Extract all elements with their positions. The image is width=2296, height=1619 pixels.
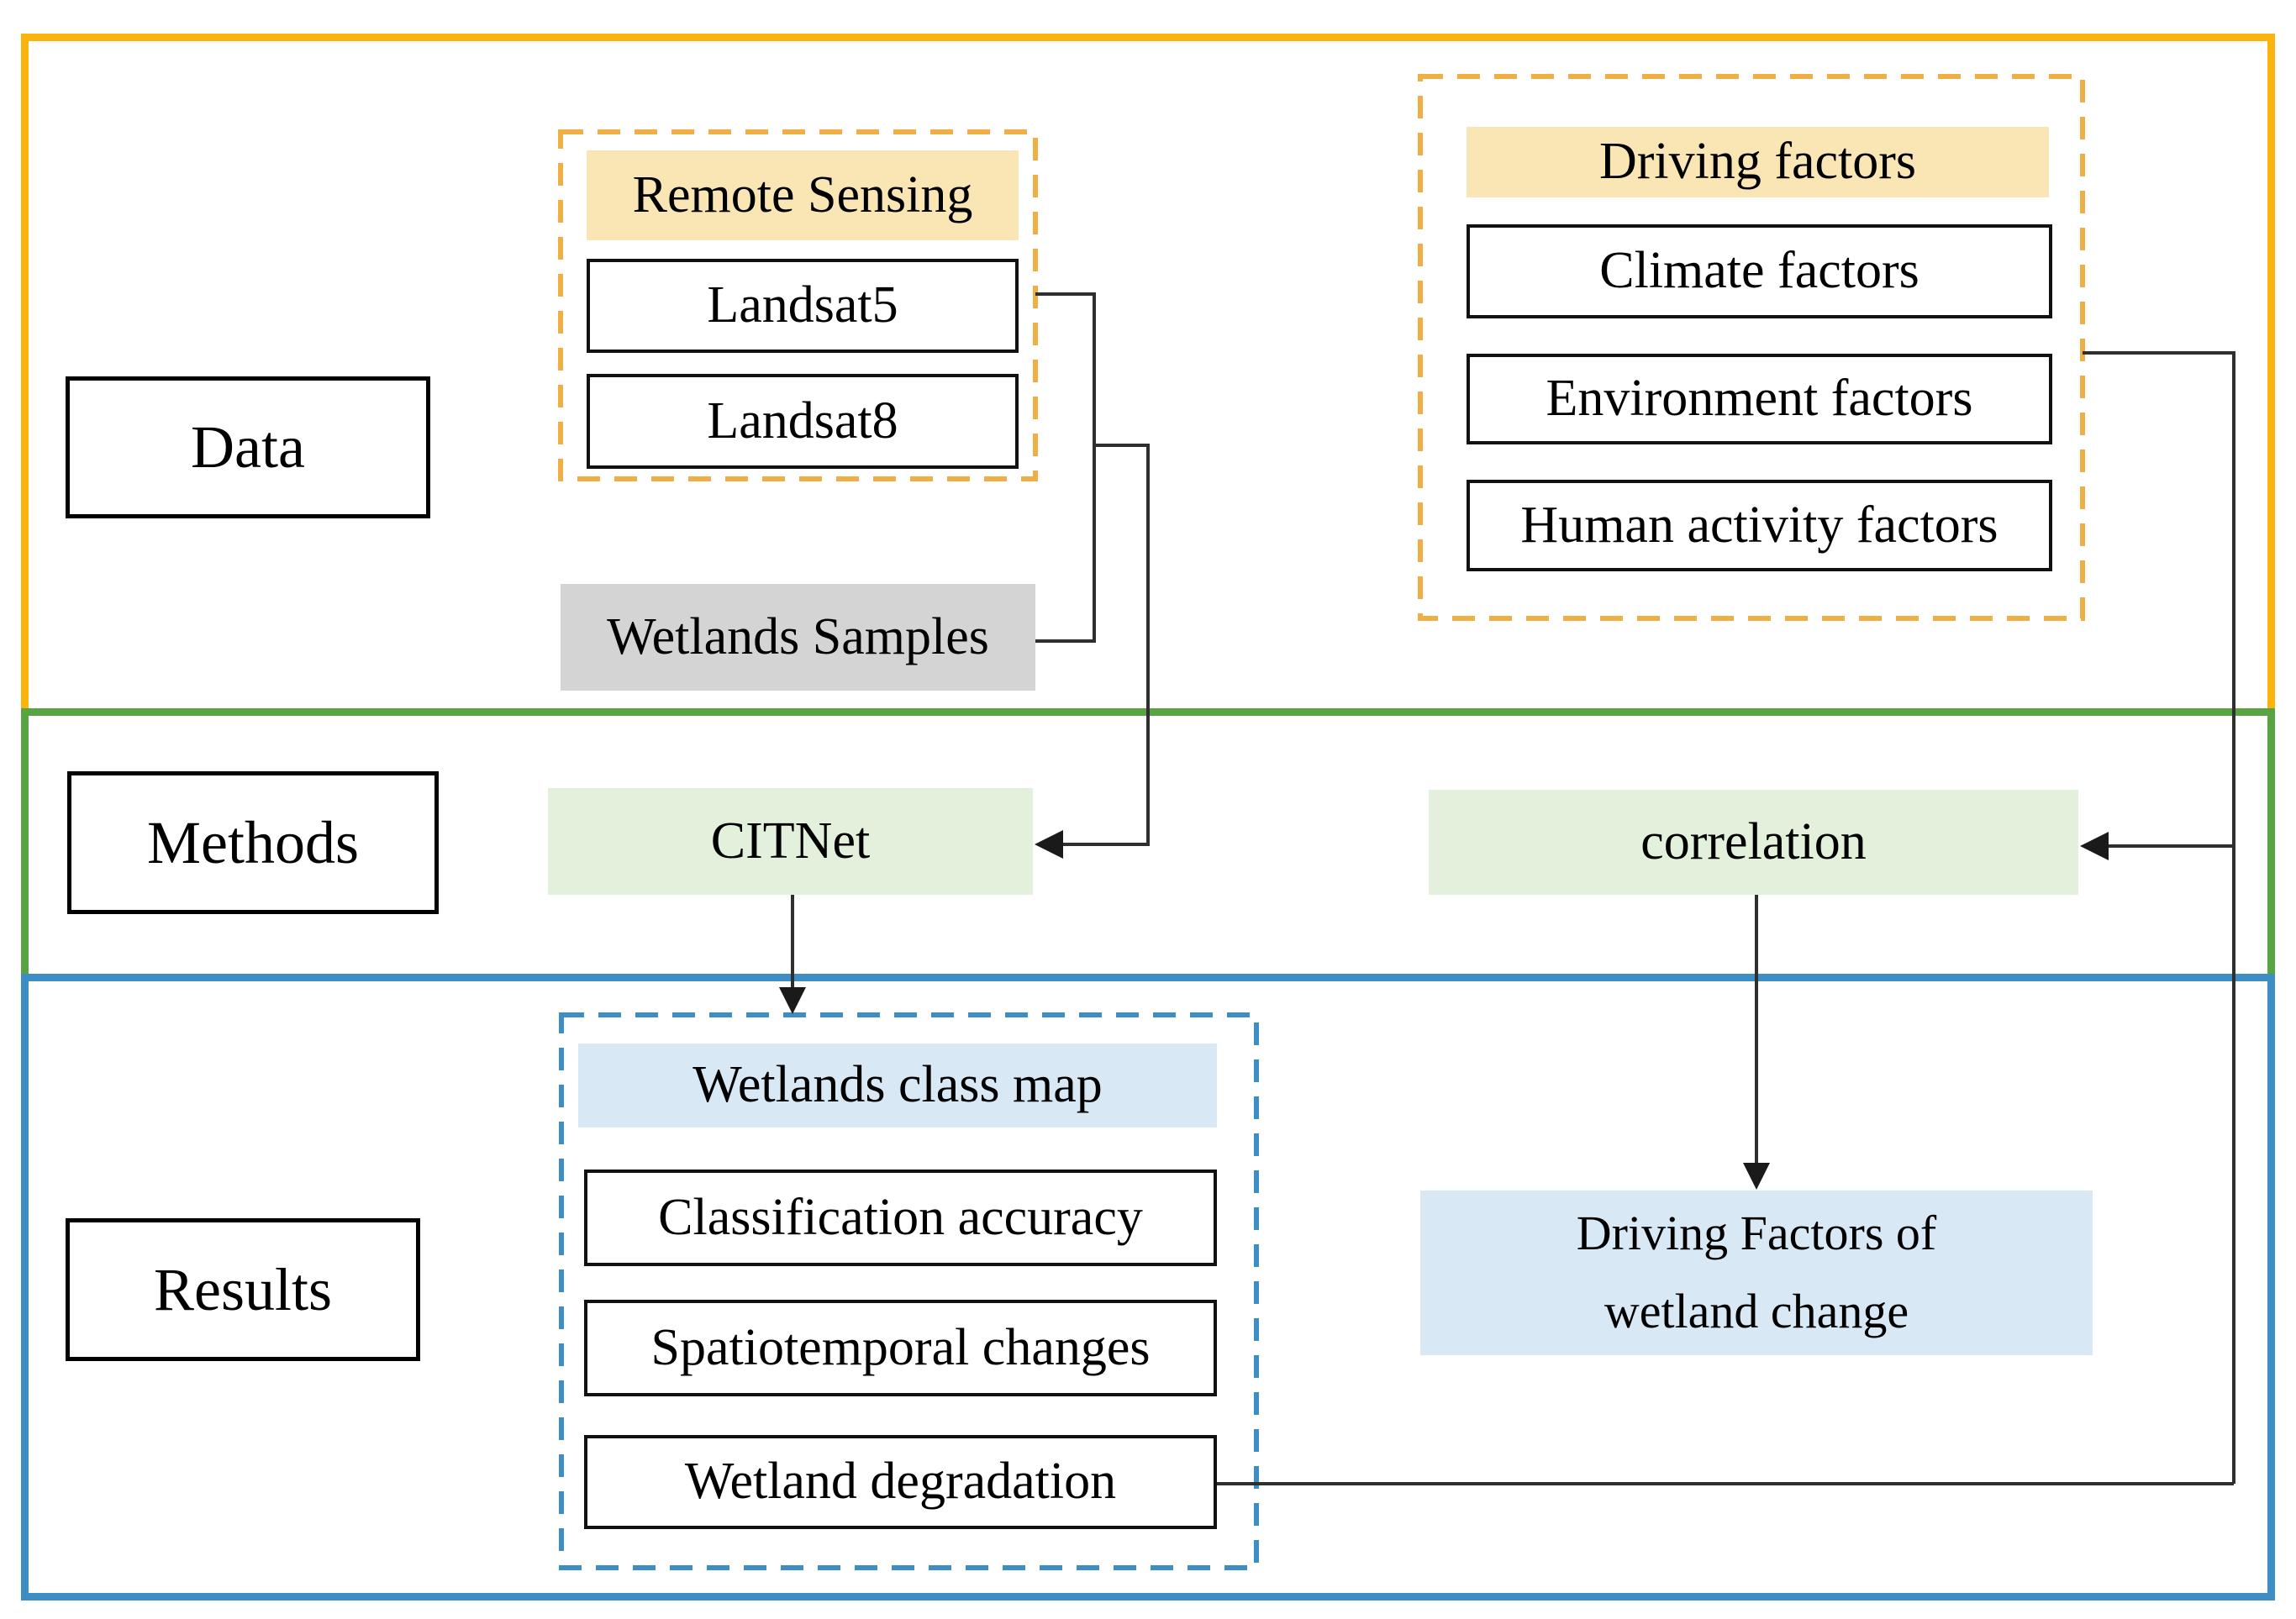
driving-result-line1: Driving Factors of: [1576, 1206, 1937, 1261]
spatiotemporal-changes-box: Spatiotemporal changes: [584, 1300, 1217, 1396]
data-band-label: Data: [66, 376, 430, 518]
wetlands-class-map-header: Wetlands class map: [578, 1043, 1217, 1128]
driving-factors-result-box: Driving Factors of wetland change: [1420, 1191, 2093, 1355]
correlation-box: correlation: [1429, 790, 2078, 895]
climate-factors-box: Climate factors: [1467, 224, 2052, 318]
landsat8-box: Landsat8: [587, 374, 1019, 469]
landsat5-box: Landsat5: [587, 259, 1019, 353]
environment-factors-box: Environment factors: [1467, 354, 2052, 444]
wetlands-samples-box: Wetlands Samples: [561, 584, 1035, 691]
driving-result-line2: wetland change: [1604, 1284, 1909, 1338]
results-band-label: Results: [66, 1218, 420, 1361]
wetland-degradation-box: Wetland degradation: [584, 1435, 1217, 1529]
remote-sensing-header: Remote Sensing: [587, 150, 1019, 240]
classification-accuracy-box: Classification accuracy: [584, 1170, 1217, 1266]
driving-factors-header: Driving factors: [1467, 127, 2049, 197]
results-band-outline: [21, 974, 2275, 1601]
citnet-box: CITNet: [548, 788, 1033, 895]
methods-band-label: Methods: [67, 771, 439, 914]
human-activity-factors-box: Human activity factors: [1467, 480, 2052, 571]
